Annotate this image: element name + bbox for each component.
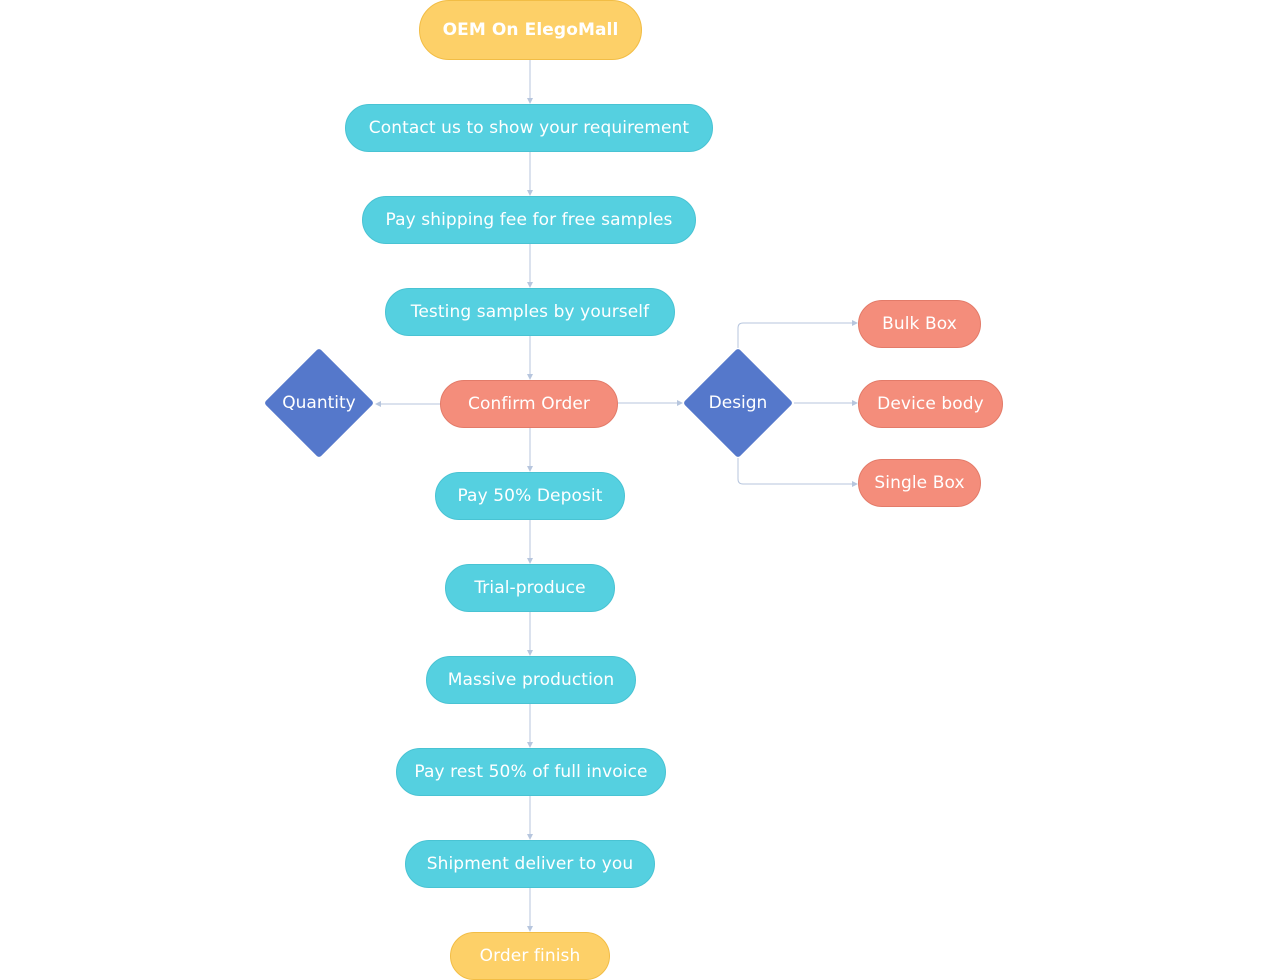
decision-quantity: Quantity	[263, 347, 375, 459]
step-shipment-deliver: Shipment deliver to you	[405, 840, 655, 888]
decision-design-label: Design	[708, 393, 768, 413]
step-confirm-order: Confirm Order	[440, 380, 618, 428]
connector-design-to-single-box	[737, 458, 858, 487]
start-node: OEM On ElegoMall	[419, 0, 642, 60]
step-massive-production: Massive production	[426, 656, 636, 704]
step-contact-requirement: Contact us to show your requirement	[345, 104, 713, 152]
step-trial-produce: Trial-produce	[445, 564, 615, 612]
step-pay-shipping-fee: Pay shipping fee for free samples	[362, 196, 696, 244]
step-testing-samples: Testing samples by yourself	[385, 288, 675, 336]
step-pay-deposit: Pay 50% Deposit	[435, 472, 625, 520]
option-device-body: Device body	[858, 380, 1003, 428]
option-single-box: Single Box	[858, 459, 981, 507]
option-bulk-box: Bulk Box	[858, 300, 981, 348]
end-node: Order finish	[450, 932, 610, 980]
step-pay-rest: Pay rest 50% of full invoice	[396, 748, 666, 796]
decision-quantity-label: Quantity	[282, 393, 356, 413]
decision-design: Design	[682, 347, 794, 459]
connector-design-to-bulk-box	[737, 320, 858, 348]
